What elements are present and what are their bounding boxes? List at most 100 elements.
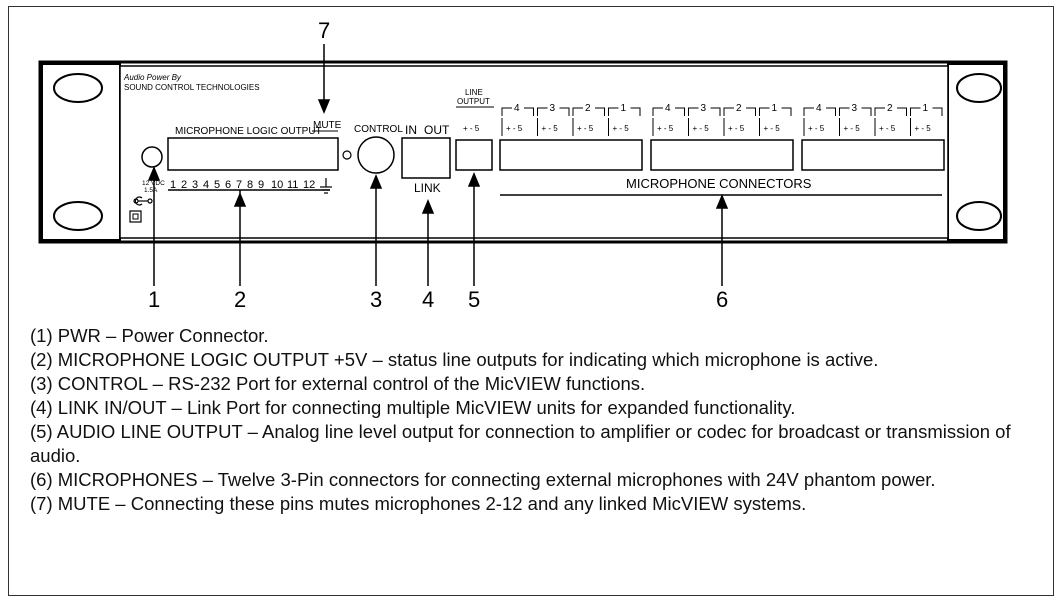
- callout-lines: [147, 44, 729, 286]
- legend-item-mute: (7) MUTE – Connecting these pins mutes m…: [30, 493, 807, 514]
- mic-channel-gap: [885, 102, 897, 112]
- mic-channel-gap: [698, 102, 711, 112]
- rear-panel-diagram: Audio Power By SOUND CONTROL TECHNOLOGIE…: [38, 18, 1008, 312]
- diagram-frame: [8, 6, 1054, 596]
- microphone-connectors-label: MICROPHONE CONNECTORS: [626, 176, 812, 191]
- logic-pin-number: 9: [258, 179, 264, 191]
- mic-channel-number: 3: [550, 103, 556, 114]
- microphone-connectors: 4 + - 5 3 + - 5 2 + - 5 1 + - 5 4 + - 5 3 + - 5 2 + -…: [499, 102, 945, 171]
- rack-ear-slots: [53, 73, 1002, 231]
- control-label: CONTROL: [354, 124, 403, 135]
- mic-channel-gap: [663, 102, 675, 112]
- logic-pin-number: 11: [287, 179, 298, 191]
- legend-item-microphones: (6) MICROPHONES – Twelve 3-Pin connector…: [30, 469, 936, 490]
- rack-slot-bottom-right: [956, 201, 1002, 231]
- mic-channel-number: 1: [772, 103, 778, 114]
- mic-channel-gap: [920, 102, 933, 112]
- logic-output-connector: [167, 137, 339, 171]
- mic-channel-number: 2: [887, 103, 893, 114]
- mic-channel-pins: + - 5: [844, 124, 861, 133]
- mic-connector-group: 4 + - 5 3 + - 5 2 + - 5 1 + - 5: [801, 102, 945, 171]
- mic-channel-pins: + - 5: [764, 124, 781, 133]
- mic-channel-pins: + - 5: [613, 124, 630, 133]
- mic-channel-number: 2: [585, 103, 591, 114]
- mic-channel-gap: [512, 102, 524, 112]
- brand-line-2: SOUND CONTROL TECHNOLOGIES: [124, 83, 260, 92]
- callout-5: 5: [468, 287, 480, 312]
- line-output-pins: + - 5: [463, 124, 480, 133]
- logic-pin-number: 8: [247, 179, 253, 191]
- line-output: LINE OUTPUT + - 5: [455, 88, 494, 171]
- logic-pin-number: 1: [170, 179, 176, 191]
- mic-connector-group: 4 + - 5 3 + - 5 2 + - 5 1 + - 5: [499, 102, 643, 171]
- mic-channel-pins: + - 5: [577, 124, 594, 133]
- mic-channel-number: 2: [736, 103, 742, 114]
- mic-connector: [801, 139, 945, 171]
- power-amps-label: 1.5A: [144, 187, 158, 194]
- link-in-label: IN: [405, 123, 417, 137]
- mic-channel-pins: + - 5: [879, 124, 896, 133]
- callout-7: 7: [318, 18, 330, 43]
- mic-channel-pins: + - 5: [728, 124, 745, 133]
- legend: (1) PWR – Power Connector. (2) MICROPHON…: [30, 324, 1045, 516]
- mic-channel-gap: [583, 102, 595, 112]
- mic-channel-number: 1: [923, 103, 929, 114]
- brand-line-1: Audio Power By: [123, 73, 182, 82]
- line-output-label-1: LINE: [465, 88, 483, 97]
- rack-slot-top-right: [956, 73, 1002, 103]
- mic-channel-pins: + - 5: [693, 124, 710, 133]
- mic-channel-pins: + - 5: [542, 124, 559, 133]
- mic-connector: [499, 139, 643, 171]
- mic-channel-gap: [769, 102, 782, 112]
- mic-channel-pins: + - 5: [506, 124, 523, 133]
- mic-channel-number: 4: [665, 103, 671, 114]
- callout-6: 6: [716, 287, 728, 312]
- logic-pin-number: 6: [225, 179, 231, 191]
- mic-connector-group: 4 + - 5 3 + - 5 2 + - 5 1 + - 5: [650, 102, 794, 171]
- mic-channel-gap: [849, 102, 862, 112]
- mic-channel-pins: + - 5: [808, 124, 825, 133]
- logic-pin-number: 4: [203, 179, 209, 191]
- mic-channel-pins: + - 5: [657, 124, 674, 133]
- callout-4: 4: [422, 287, 434, 312]
- mic-channel-gap: [547, 102, 560, 112]
- logic-pin-number: 3: [192, 179, 198, 191]
- legend-item-line-output: (5) AUDIO LINE OUTPUT – Analog line leve…: [30, 421, 1011, 466]
- mute-label: MUTE: [313, 120, 342, 131]
- mic-channel-number: 3: [852, 103, 858, 114]
- line-output-label-2: OUTPUT: [457, 97, 490, 106]
- link-label: LINK: [414, 181, 441, 195]
- control-led: [342, 150, 352, 160]
- mic-channel-number: 4: [816, 103, 822, 114]
- mic-channel-number: 3: [701, 103, 707, 114]
- legend-item-link: (4) LINK IN/OUT – Link Port for connecti…: [30, 397, 796, 418]
- rack-slot-top-left: [53, 73, 103, 103]
- logic-pin-number: 2: [181, 179, 187, 191]
- control-port: CONTROL: [342, 124, 403, 174]
- mic-channel-gap: [814, 102, 826, 112]
- legend-item-logic-output: (2) MICROPHONE LOGIC OUTPUT +5V – status…: [30, 349, 879, 370]
- callout-1: 1: [148, 287, 160, 312]
- legend-item-control: (3) CONTROL – RS-232 Port for external c…: [30, 373, 646, 394]
- link-port: IN OUT LINK: [401, 123, 451, 195]
- logic-pin-number: 12: [303, 179, 315, 191]
- mic-channel-gap: [618, 102, 631, 112]
- mic-logic-output-label: MICROPHONE LOGIC OUTPUT: [175, 126, 322, 137]
- mic-channel-gap: [734, 102, 746, 112]
- dc-polarity-icon: [133, 196, 153, 206]
- logic-pin-number: 7: [236, 179, 242, 191]
- rack-slot-bottom-left: [53, 201, 103, 231]
- legend-item-pwr: (1) PWR – Power Connector.: [30, 325, 269, 346]
- link-out-label: OUT: [424, 123, 450, 137]
- mic-channel-number: 4: [514, 103, 520, 114]
- callout-3: 3: [370, 287, 382, 312]
- double-insulated-icon: [129, 210, 142, 223]
- mic-channel-pins: + - 5: [915, 124, 932, 133]
- ground-icon: [320, 178, 332, 194]
- logic-pin-number: 10: [271, 179, 283, 191]
- logic-pin-number: 5: [214, 179, 220, 191]
- mic-connector: [650, 139, 794, 171]
- mic-channel-number: 1: [621, 103, 627, 114]
